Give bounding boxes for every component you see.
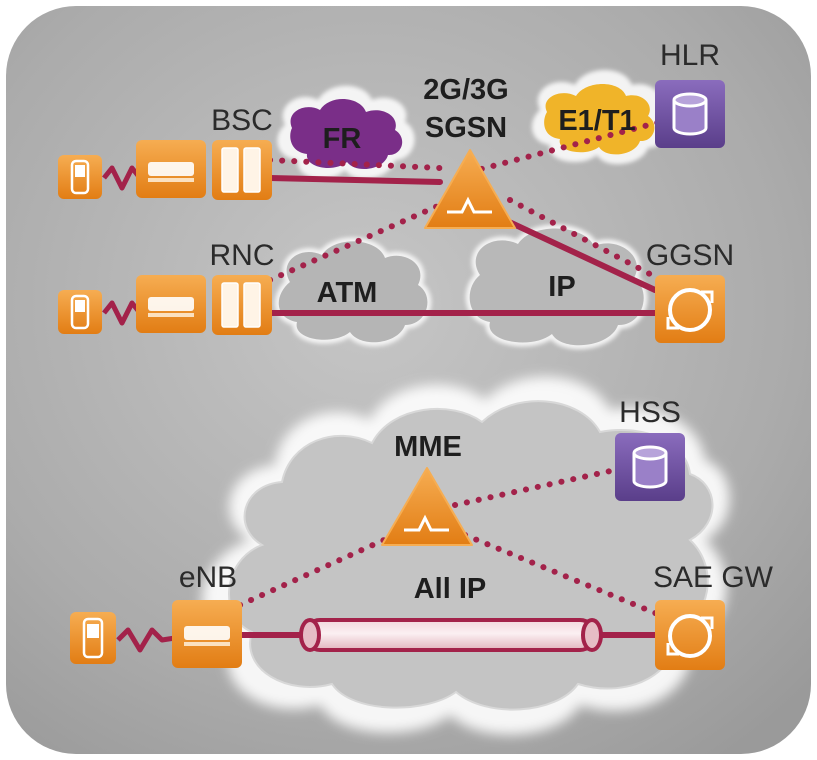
- radio-link-lte: [116, 627, 176, 653]
- rnc-label: RNC: [210, 239, 275, 272]
- bsc-label: BSC: [211, 104, 273, 137]
- bsc-sgsn-link: [267, 175, 443, 185]
- enb-node: [172, 600, 242, 668]
- mme-node: [381, 467, 473, 546]
- fr-cloud: [277, 85, 415, 179]
- sgsn-node: [424, 149, 516, 229]
- hss-node: [615, 433, 685, 501]
- mobile-phone-icon: [70, 612, 116, 664]
- base-station-icon: [136, 140, 206, 198]
- rnc-node: [212, 275, 272, 335]
- mobile-phone-icon: [58, 155, 102, 199]
- mobile-phone-icon: [58, 290, 102, 334]
- hss-label: HSS: [619, 396, 681, 429]
- enb-mme-signalling: [237, 532, 398, 608]
- sae-gw-label: SAE GW: [653, 561, 774, 594]
- all-ip-label: All IP: [414, 573, 487, 605]
- e1t1-cloud: [531, 70, 669, 165]
- sae-gw-node: [655, 600, 725, 670]
- atm-cloud-label: ATM: [317, 277, 378, 309]
- sgsn-ggsn-link: [502, 217, 658, 293]
- ip-cloud: [465, 224, 648, 350]
- sgsn-ggsn-signalling: [507, 197, 668, 285]
- ggsn-label: GGSN: [646, 239, 734, 272]
- mme-label: MME: [394, 431, 462, 463]
- bsc-sgsn-signalling: [267, 157, 443, 171]
- sgsn-label-line1: 2G/3G: [423, 74, 508, 106]
- links: [237, 119, 668, 638]
- mme-hss-signalling: [452, 467, 618, 508]
- sgsn-label-line2: SGSN: [425, 112, 507, 144]
- hlr-node: [655, 80, 725, 148]
- rnc-sgsn-signalling: [267, 202, 443, 283]
- fr-cloud-label: FR: [323, 123, 362, 155]
- bsc-node: [212, 140, 272, 200]
- hlr-label: HLR: [660, 39, 720, 72]
- base-station-icon: [136, 275, 206, 333]
- bearer-tunnel-icon: [299, 618, 603, 652]
- enb-label: eNB: [179, 561, 237, 594]
- atm-cloud: [274, 237, 432, 347]
- mme-saegw-signalling: [462, 532, 663, 618]
- sgsn-hlr-signalling: [467, 119, 663, 175]
- e1t1-cloud-label: E1/T1: [558, 105, 635, 137]
- ip-cloud-label: IP: [548, 271, 575, 303]
- ggsn-node: [655, 275, 725, 343]
